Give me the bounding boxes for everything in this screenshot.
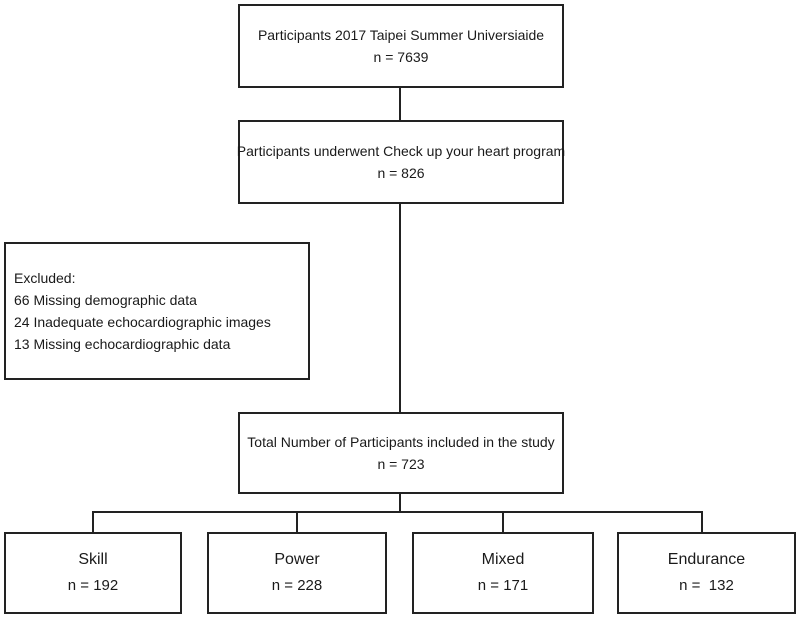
group-box-endurance: Endurance n = 132 bbox=[617, 532, 796, 614]
group-name: Mixed bbox=[481, 551, 525, 568]
group-name: Skill bbox=[78, 551, 108, 568]
excluded-item: 66 Missing demographic data bbox=[14, 292, 197, 308]
excluded-item: 13 Missing echocardiographic data bbox=[14, 336, 231, 352]
checkup-program-title: Participants underwent Check up your hea… bbox=[236, 143, 566, 159]
study-total-box: Total Number of Participants included in… bbox=[238, 412, 564, 494]
study-total-title: Total Number of Participants included in… bbox=[247, 434, 555, 450]
checkup-program-count: n = 826 bbox=[377, 165, 425, 181]
connector-total-to-bus bbox=[399, 494, 401, 512]
group-name: Power bbox=[274, 551, 320, 568]
group-count: n = 228 bbox=[271, 577, 323, 594]
connector-groups-bus bbox=[92, 511, 703, 513]
group-count: n = 171 bbox=[477, 577, 529, 594]
study-total-count: n = 723 bbox=[377, 456, 425, 472]
participants-total-box: Participants 2017 Taipei Summer Universi… bbox=[238, 4, 564, 88]
connector-checkup-to-total bbox=[399, 204, 401, 412]
connector-to-endurance bbox=[701, 511, 703, 532]
checkup-program-box: Participants underwent Check up your hea… bbox=[236, 120, 566, 204]
group-box-power: Power n = 228 bbox=[207, 532, 387, 614]
connector-top-to-checkup bbox=[399, 88, 401, 120]
participants-total-count: n = 7639 bbox=[373, 49, 429, 65]
group-box-skill: Skill n = 192 bbox=[4, 532, 182, 614]
connector-to-skill bbox=[92, 511, 94, 532]
group-count: n = 132 bbox=[679, 577, 734, 594]
excluded-item: 24 Inadequate echocardiographic images bbox=[14, 314, 271, 330]
group-name: Endurance bbox=[667, 551, 746, 568]
connector-to-power bbox=[296, 511, 298, 532]
group-count: n = 192 bbox=[67, 577, 119, 594]
connector-to-mixed bbox=[502, 511, 504, 532]
excluded-heading: Excluded: bbox=[14, 270, 76, 286]
group-box-mixed: Mixed n = 171 bbox=[412, 532, 594, 614]
participants-total-title: Participants 2017 Taipei Summer Universi… bbox=[257, 27, 545, 43]
excluded-box: Excluded: 66 Missing demographic data 24… bbox=[4, 242, 310, 380]
